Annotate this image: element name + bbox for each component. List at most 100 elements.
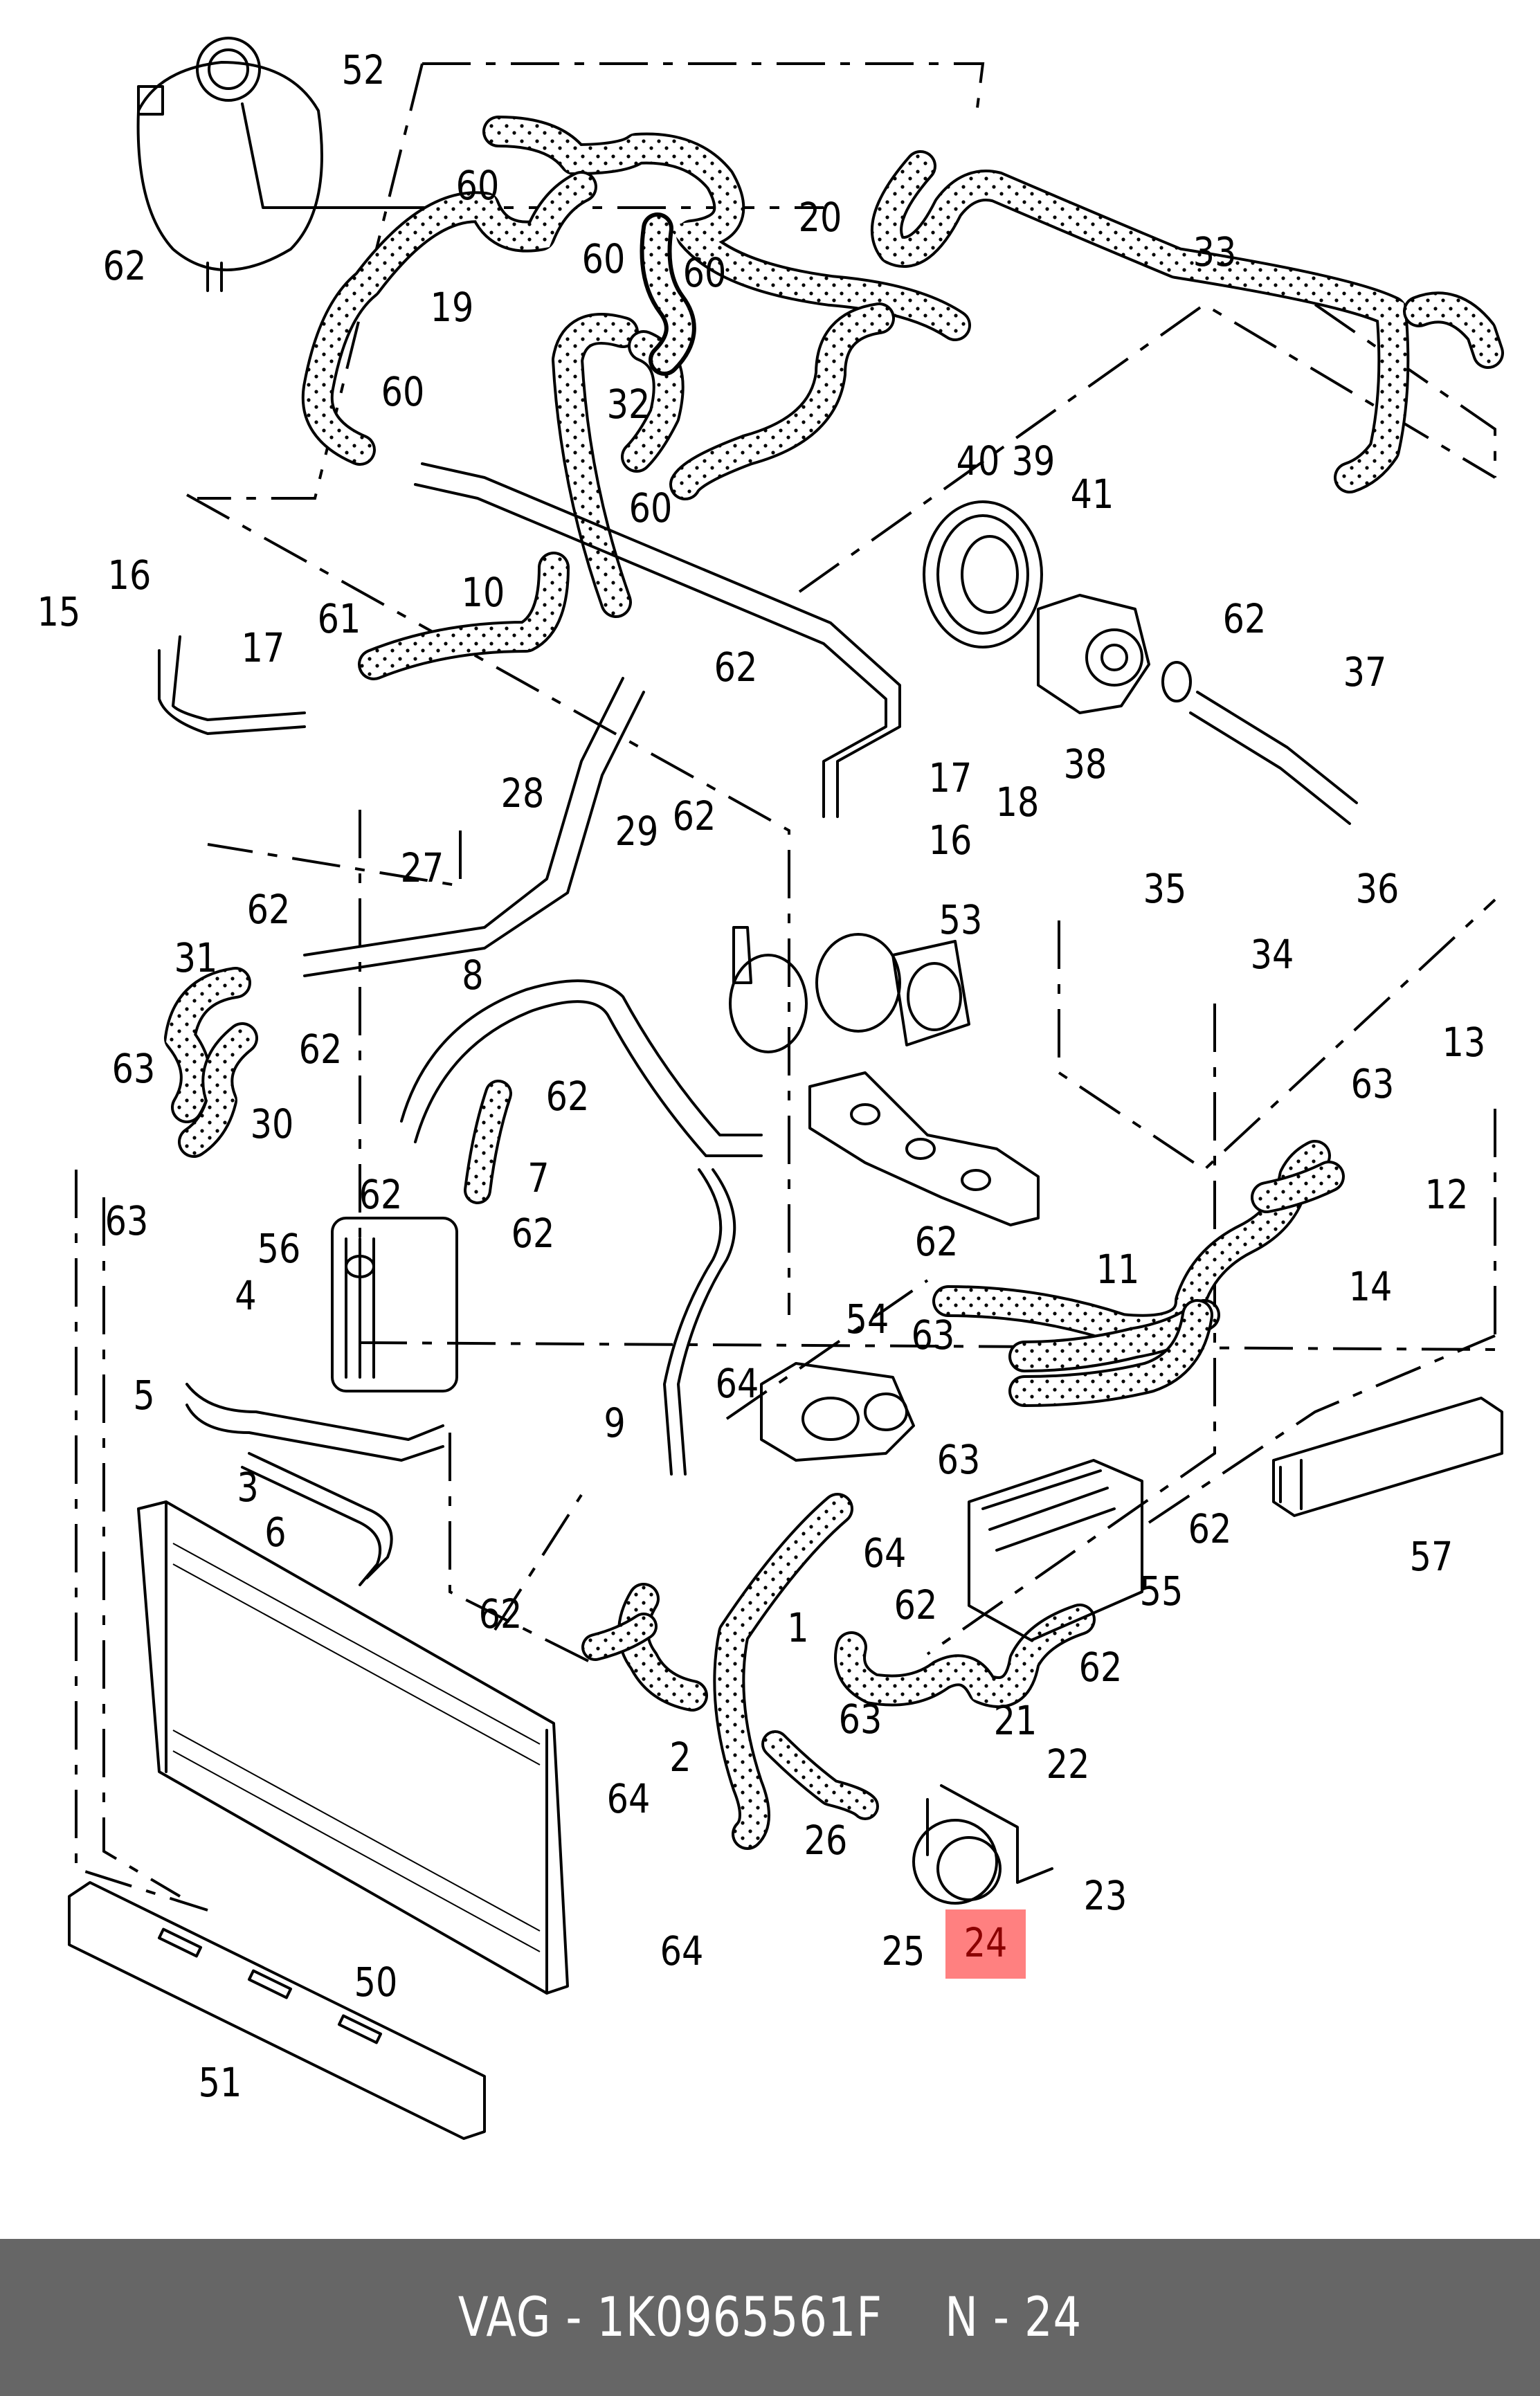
- callout-label[interactable]: 63: [912, 1312, 955, 1359]
- callout-label[interactable]: 18: [996, 779, 1040, 826]
- callout-label[interactable]: 12: [1425, 1171, 1469, 1218]
- callout-label[interactable]: 60: [582, 235, 626, 282]
- callout-label[interactable]: 57: [1410, 1533, 1453, 1580]
- callout-label[interactable]: 60: [381, 368, 425, 415]
- callout-label[interactable]: 8: [462, 952, 483, 999]
- callout-label[interactable]: 1: [787, 1604, 808, 1651]
- callout-label[interactable]: 2: [669, 1734, 691, 1781]
- auxiliary-water-pump: [912, 1784, 1053, 1905]
- callout-label[interactable]: 3: [237, 1464, 258, 1511]
- callout-label[interactable]: 16: [929, 817, 972, 864]
- highlight-box: [945, 1909, 1026, 1979]
- callout-label[interactable]: 25: [882, 1927, 925, 1975]
- callout-label[interactable]: 14: [1349, 1263, 1393, 1310]
- callout-label[interactable]: 62: [299, 1026, 343, 1073]
- callout-label[interactable]: 62: [1188, 1505, 1232, 1552]
- callout-label[interactable]: 52: [342, 46, 386, 93]
- exhaust-manifold: [808, 1071, 1040, 1226]
- callout-label[interactable]: 63: [112, 1045, 156, 1092]
- hoses: [164, 116, 1504, 1850]
- callout-label[interactable]: 64: [716, 1360, 759, 1407]
- position-number: N - 24: [945, 2286, 1082, 2349]
- callout-label[interactable]: 23: [1084, 1872, 1127, 1919]
- callout-label[interactable]: 38: [1064, 741, 1107, 788]
- thermostat-housing: [760, 1362, 915, 1462]
- callout-label[interactable]: 62: [894, 1581, 938, 1628]
- callout-label[interactable]: 64: [607, 1775, 651, 1822]
- heat-exchanger: [1272, 1397, 1503, 1517]
- callout-label[interactable]: 29: [615, 808, 659, 855]
- callout-label[interactable]: 35: [1143, 865, 1187, 912]
- callout-label[interactable]: 7: [527, 1154, 549, 1201]
- callout-label[interactable]: 16: [108, 552, 152, 599]
- callout-label[interactable]: 63: [1351, 1060, 1395, 1107]
- callout-label[interactable]: 27: [401, 844, 444, 891]
- callout-label[interactable]: 6: [264, 1509, 286, 1556]
- dashed-group-outlines: [75, 62, 1496, 1912]
- callout-label[interactable]: 20: [799, 194, 842, 241]
- callout-label[interactable]: 64: [660, 1927, 704, 1975]
- callout-label[interactable]: 62: [103, 242, 147, 289]
- callout-label[interactable]: 62: [511, 1210, 555, 1257]
- footer-bar: VAG - 1K0965561F N - 24: [0, 2239, 1540, 2396]
- parts-diagram: 5260621960602033326060403941623738353634…: [37, 37, 1504, 2140]
- callout-label[interactable]: 15: [37, 588, 81, 635]
- callout-label[interactable]: 32: [607, 381, 651, 428]
- callout-label[interactable]: 13: [1442, 1019, 1486, 1066]
- callout-label[interactable]: 34: [1251, 931, 1294, 978]
- callout-label[interactable]: 62: [1223, 595, 1267, 642]
- callout-label[interactable]: 62: [915, 1218, 959, 1265]
- callout-label[interactable]: 62: [673, 792, 716, 839]
- callout-label[interactable]: 55: [1140, 1568, 1184, 1615]
- callout-label[interactable]: 9: [604, 1399, 625, 1446]
- callout-label[interactable]: 64: [863, 1530, 907, 1577]
- part-number: VAG - 1K0965561F: [458, 2286, 882, 2349]
- callout-label[interactable]: 30: [251, 1100, 294, 1147]
- callout-label[interactable]: 26: [804, 1817, 848, 1864]
- callout-label[interactable]: 62: [247, 886, 291, 933]
- callout-label[interactable]: 33: [1193, 228, 1237, 275]
- callout-label[interactable]: 22: [1047, 1741, 1090, 1788]
- callout-label[interactable]: 31: [174, 934, 218, 981]
- callout-label[interactable]: 61: [318, 595, 361, 642]
- callout-label[interactable]: 56: [257, 1225, 301, 1272]
- callout-label[interactable]: 53: [939, 896, 983, 943]
- expansion-tank: [136, 37, 458, 292]
- callout-label[interactable]: 62: [546, 1073, 590, 1120]
- callout-label[interactable]: 11: [1096, 1246, 1140, 1293]
- callout-label[interactable]: 17: [929, 754, 972, 801]
- callout-label[interactable]: 51: [199, 2059, 242, 2106]
- callout-label[interactable]: 60: [683, 249, 727, 296]
- callout-label[interactable]: 62: [1079, 1644, 1123, 1691]
- callout-label[interactable]: 17: [242, 624, 285, 671]
- heater-core: [968, 1459, 1143, 1642]
- callout-label[interactable]: 40: [957, 437, 1000, 484]
- turbocharger: [729, 926, 970, 1053]
- oil-cooler: [331, 1217, 458, 1392]
- callout-label[interactable]: 62: [714, 644, 758, 691]
- callout-label[interactable]: 62: [359, 1171, 403, 1218]
- callout-label[interactable]: 63: [839, 1696, 882, 1743]
- footer-text: VAG - 1K0965561F N - 24: [458, 2287, 1082, 2349]
- callout-label[interactable]: 54: [846, 1296, 889, 1343]
- callout-label[interactable]: 21: [994, 1697, 1038, 1744]
- callout-label[interactable]: 36: [1356, 865, 1399, 912]
- callout-label[interactable]: 28: [501, 770, 545, 817]
- callout-label[interactable]: 39: [1012, 437, 1056, 484]
- callout-label[interactable]: 5: [133, 1372, 154, 1419]
- callout-label[interactable]: 19: [431, 284, 474, 331]
- callout-label[interactable]: 60: [456, 162, 500, 209]
- callout-label[interactable]: 62: [479, 1590, 523, 1637]
- callout-label[interactable]: 60: [629, 484, 673, 532]
- pulley: [923, 500, 1043, 648]
- callout-label[interactable]: 4: [235, 1272, 256, 1319]
- callout-label[interactable]: 63: [937, 1436, 981, 1483]
- callout-label[interactable]: 41: [1071, 471, 1114, 518]
- callout-label-highlighted[interactable]: 24: [964, 1919, 1008, 1966]
- radiator: [137, 1500, 569, 1995]
- callout-label[interactable]: 10: [462, 569, 505, 616]
- callout-label[interactable]: 37: [1343, 648, 1387, 696]
- callout-label[interactable]: 50: [354, 1959, 398, 2006]
- callout-label[interactable]: 63: [105, 1197, 149, 1244]
